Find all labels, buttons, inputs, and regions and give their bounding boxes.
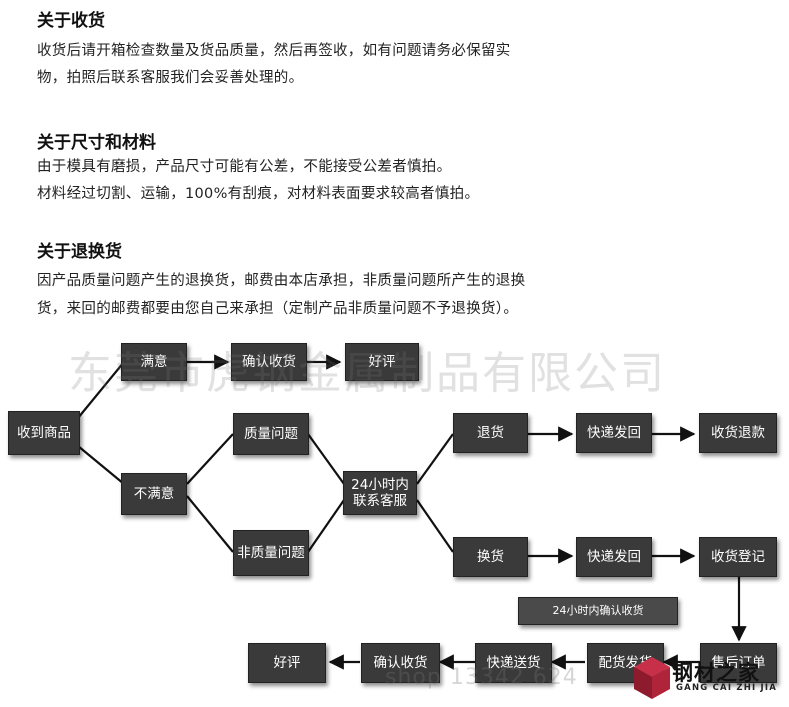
heading-return-exchange: 关于退换货 [37,242,122,262]
box-express-send: 快递送货 [475,643,552,683]
logo-title: 钢材之家 [672,661,760,685]
receiving-text-line-1: 收货后请开箱检查数量及货品质量，然后再签收，如有问题请务必保留实 [37,43,511,59]
line-contact-exchange [416,499,454,553]
box-confirm-within-24h: 24小时内确认收货 [518,597,678,625]
line-contact-return [416,433,454,485]
box-after-sale-order: 售后订单 [700,643,777,683]
line-receive-satisfied [77,361,125,419]
contact-line-1: 24小时内 [351,477,409,493]
box-confirm-receipt-bottom: 确认收货 [361,643,440,683]
line-unsat-nonquality [186,495,234,553]
box-satisfied: 满意 [121,343,187,381]
box-good-review-top: 好评 [345,343,419,381]
size-text-line-1: 由于模具有磨损，产品尺寸可能有公差，不能接受公差者慎拍。 [37,159,452,175]
box-non-quality-issue: 非质量问题 [233,530,309,576]
cube-logo-icon [634,657,670,699]
box-quality-issue: 质量问题 [233,413,309,455]
logo-subtitle: GANG CAI ZHI JIA [676,683,778,693]
line-quality-contact [307,433,345,485]
line-nonquality-contact [307,499,345,553]
line-unsat-quality [186,433,234,485]
contact-line-2: 联系客服 [353,493,407,509]
box-express-return-2: 快递发回 [576,537,652,577]
box-refund: 收货退款 [699,413,777,453]
heading-size-material: 关于尺寸和材料 [37,133,156,153]
box-contact-service: 24小时内 联系客服 [343,471,417,515]
box-confirm-receipt-top: 确认收货 [231,343,307,381]
box-express-return-1: 快递发回 [576,413,652,453]
return-text-line-1: 因产品质量问题产生的退换货，邮费由本店承担，非质量问题所产生的退换 [37,273,526,289]
receiving-text-line-2: 物，拍照后联系客服我们会妥善处理的。 [37,70,304,86]
box-good-review-bottom: 好评 [248,643,326,683]
box-receive-goods: 收到商品 [8,411,80,455]
heading-receiving: 关于收货 [37,11,105,31]
box-register: 收货登记 [699,537,777,577]
box-unsatisfied: 不满意 [121,473,187,515]
size-text-line-2: 材料经过切割、运输，100%有刮痕，对材料表面要求较高者慎拍。 [37,186,480,202]
return-text-line-2: 货，来回的邮费都要由您自己来承担（定制产品非质量问题不予退换货）。 [37,301,519,317]
line-receive-unsatisfied [77,445,125,485]
box-exchange: 换货 [453,537,528,577]
box-return: 退货 [453,413,528,453]
brand-logo: 钢材之家 GANG CAI ZHI JIA [632,651,787,706]
